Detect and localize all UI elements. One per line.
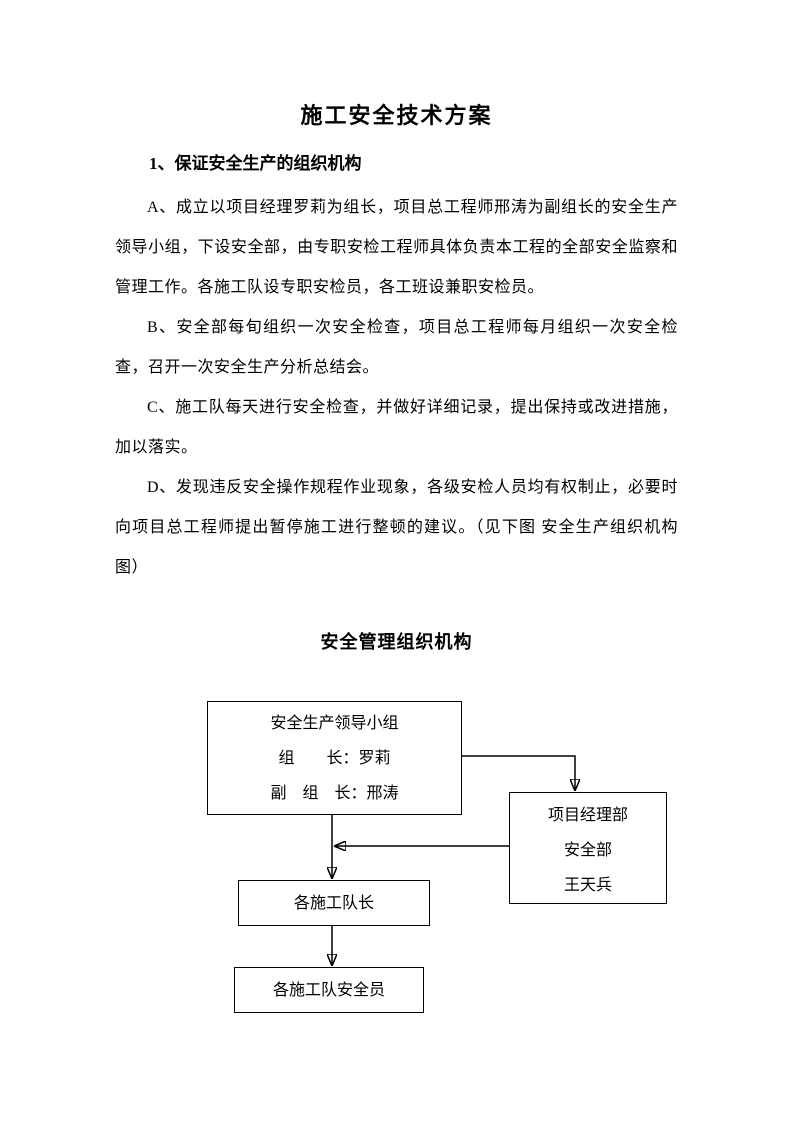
- paragraph-c: C、施工队每天进行安全检查，并做好详细记录，提出保持或改进措施，加以落实。: [115, 399, 678, 456]
- org-box-line: 各施工队安全员: [272, 981, 385, 999]
- org-box-line: 副 组 长：邢涛: [270, 784, 399, 802]
- diagram-title: 安全管理组织机构: [320, 632, 473, 652]
- body-text: A、成立以项目经理罗莉为组长，项目总工程师邢涛为副组长的安全生产领导小组，下设安…: [115, 188, 678, 588]
- org-box-line: 组 长：罗莉: [278, 749, 391, 767]
- paragraph-a: A、成立以项目经理罗莉为组长，项目总工程师邢涛为副组长的安全生产领导小组，下设安…: [115, 199, 678, 296]
- document-title: 施工安全技术方案: [300, 103, 493, 128]
- org-box-team-leaders: 各施工队长: [238, 880, 430, 926]
- section-heading: 1、保证安全生产的组织机构: [149, 154, 362, 173]
- org-box-line: 各施工队长: [293, 894, 374, 912]
- connector-leadership-to-pm-dept: [462, 755, 575, 790]
- org-box-line: 项目经理部: [547, 806, 628, 824]
- org-box-line: 王天兵: [563, 876, 612, 894]
- org-box-leadership-group: 安全生产领导小组 组 长：罗莉 副 组 长：邢涛: [207, 701, 462, 815]
- org-box-line: 安全生产领导小组: [270, 714, 399, 732]
- org-box-project-manager-dept: 项目经理部 安全部 王天兵: [509, 792, 667, 904]
- org-box-line: 安全部: [563, 841, 612, 859]
- org-box-team-safety-officers: 各施工队安全员: [234, 967, 424, 1013]
- paragraph-b: B、安全部每旬组织一次安全检查，项目总工程师每月组织一次安全检查，召开一次安全生…: [115, 319, 678, 376]
- org-chart: 安全生产领导小组 组 长：罗莉 副 组 长：邢涛 项目经理部 安全部 王天兵 各…: [115, 680, 678, 1032]
- paragraph-d: D、发现违反安全操作规程作业现象，各级安检人员均有权制止，必要时向项目总工程师提…: [115, 479, 678, 576]
